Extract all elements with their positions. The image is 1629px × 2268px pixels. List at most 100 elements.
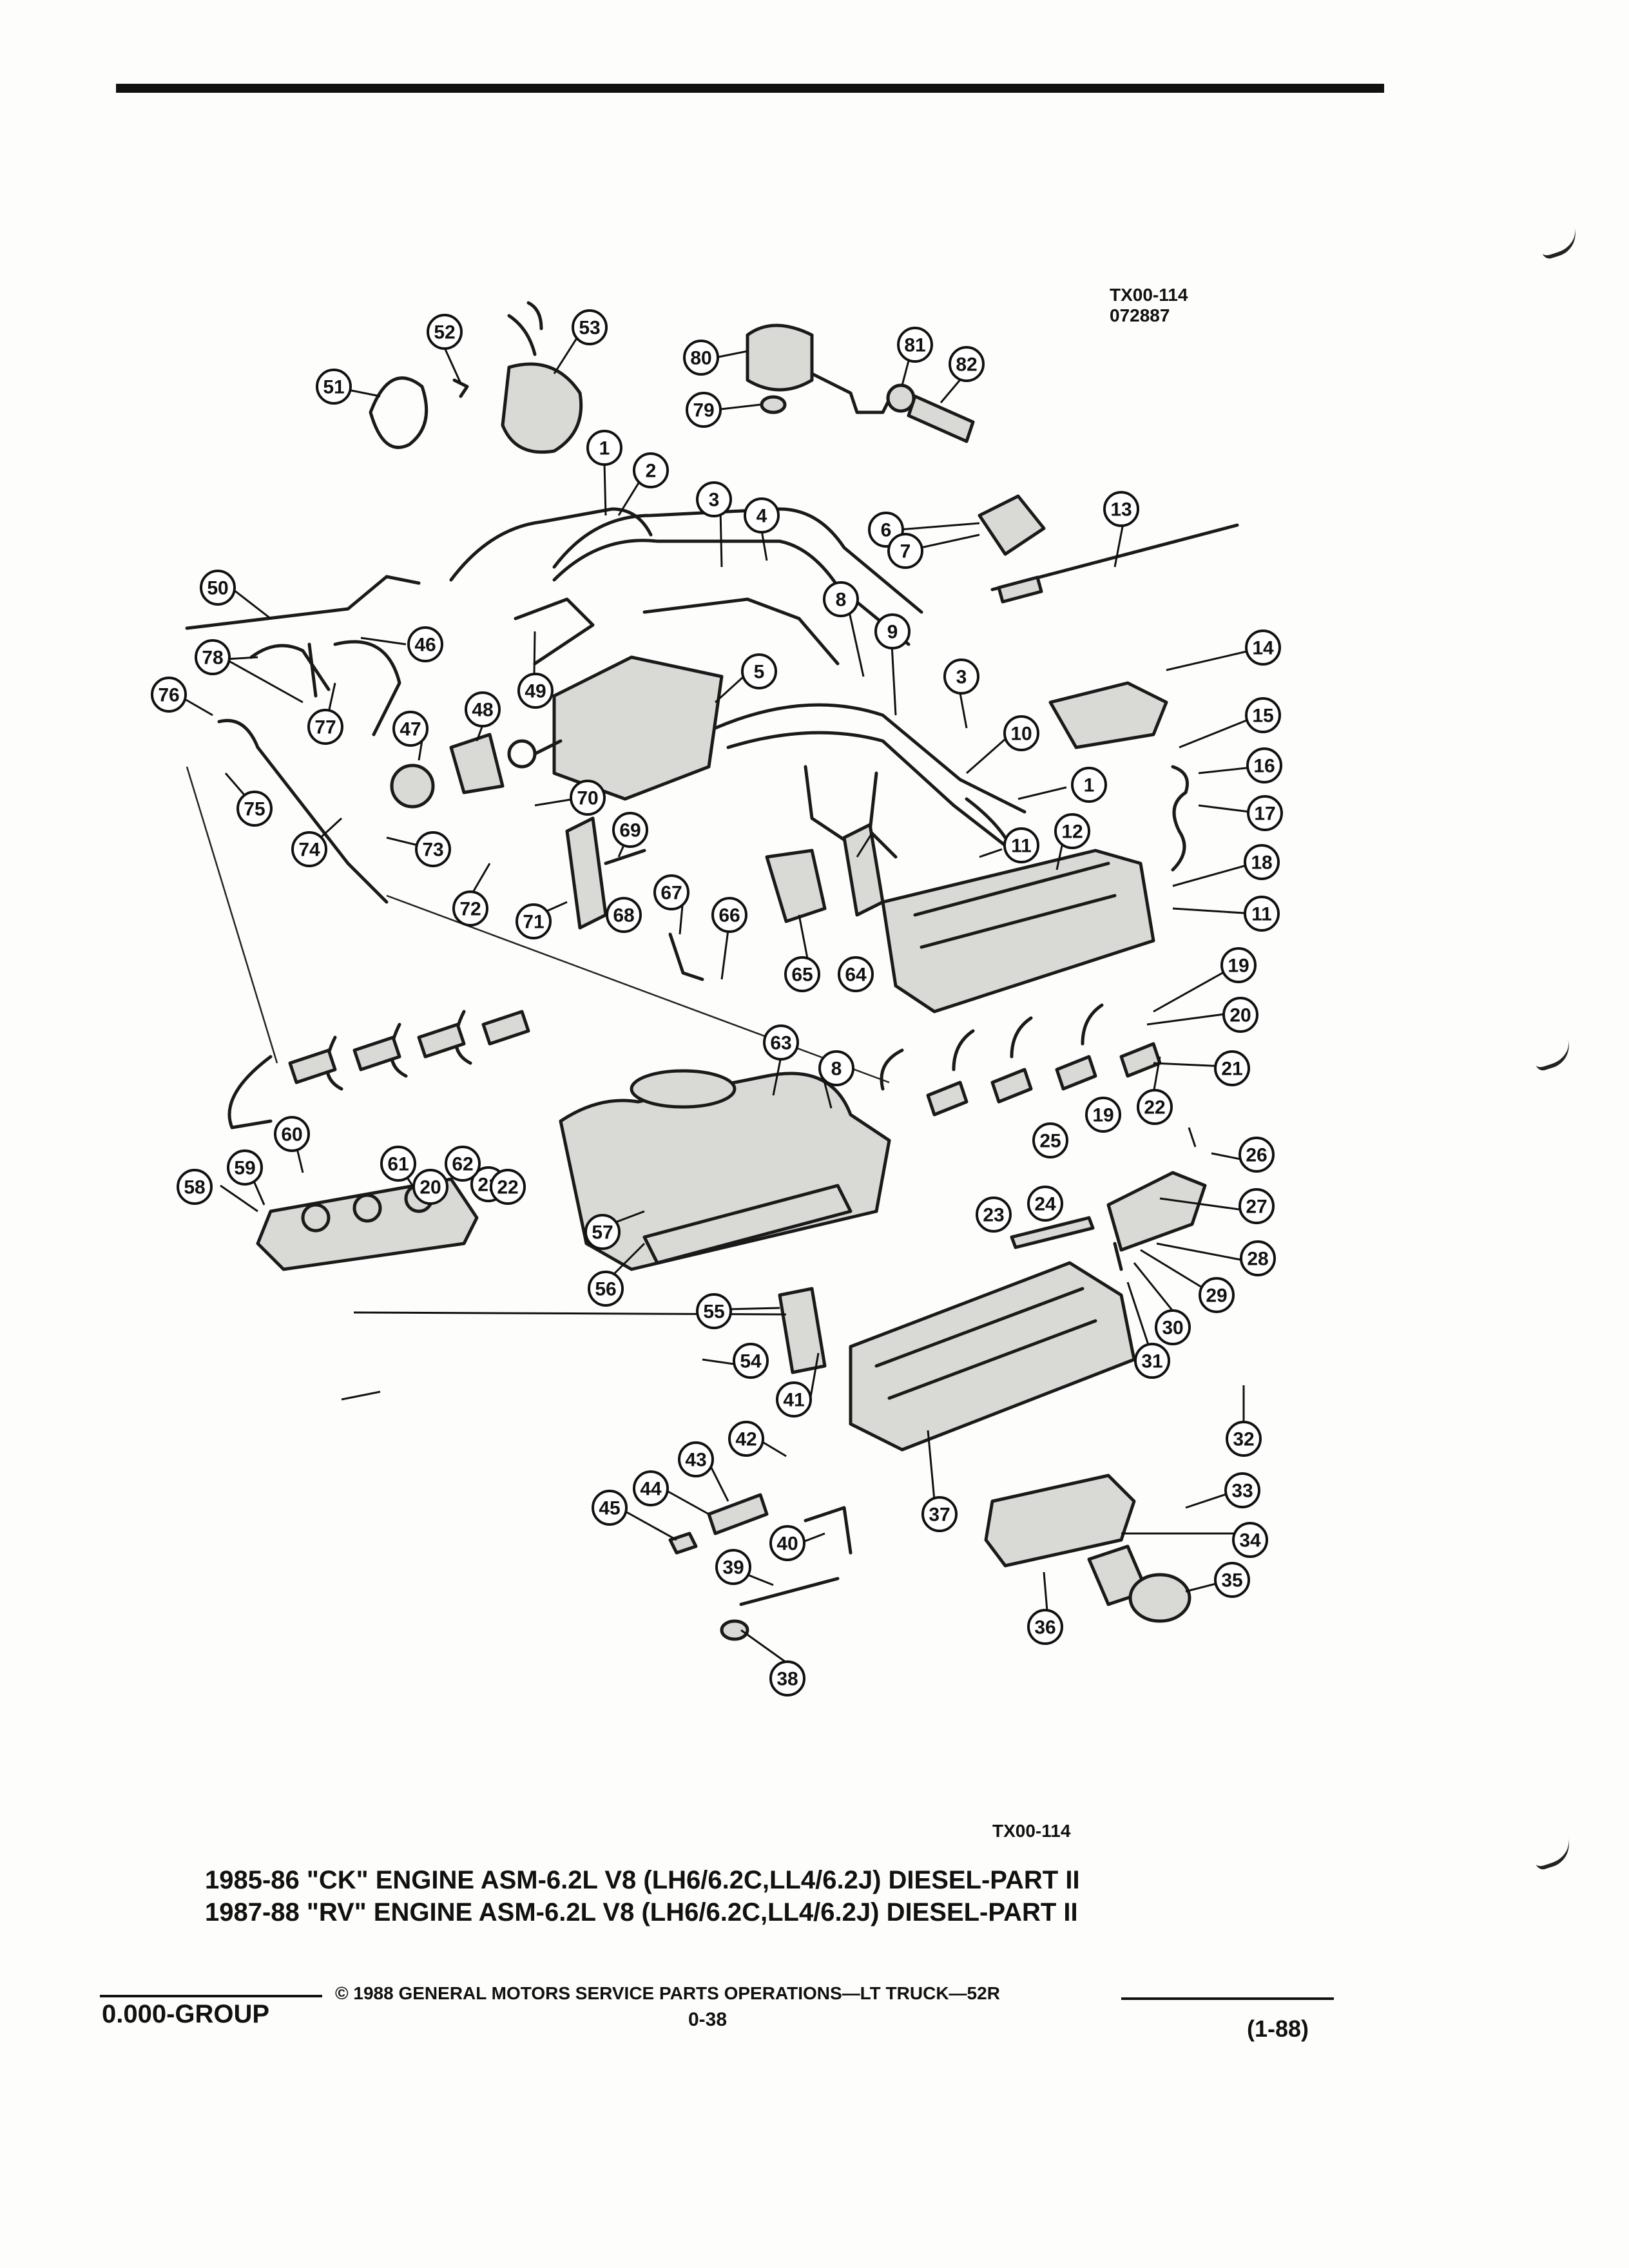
callout-number: 25 — [1039, 1131, 1061, 1152]
part-5-shaft — [507, 739, 563, 769]
callout-number: 46 — [414, 635, 436, 656]
callout-number: 79 — [693, 400, 714, 421]
callout-circle — [490, 1169, 526, 1205]
footer-copyright: © 1988 GENERAL MOTORS SERVICE PARTS OPER… — [335, 1983, 1000, 2003]
callout-circle — [874, 613, 911, 649]
callout-64: 64 — [838, 956, 874, 992]
callout-circle — [838, 956, 874, 992]
callout-number: 2 — [646, 461, 657, 482]
callout-circle — [1220, 947, 1257, 983]
callout-31: 31 — [1134, 1343, 1170, 1379]
footer-page-number: 0-38 — [688, 2009, 728, 2030]
callout-number: 48 — [472, 700, 493, 721]
callout-circle — [633, 1470, 669, 1506]
part-1-fuel-line-a — [552, 507, 923, 614]
callout-number: 56 — [595, 1279, 616, 1300]
callout-circle — [151, 677, 187, 713]
callout-38: 38 — [769, 1660, 805, 1696]
part-16-17-wires — [1171, 765, 1189, 872]
part-48-adapter — [449, 733, 505, 794]
caption-line-1: 1985-86 "CK" ENGINE ASM-6.2L V8 (LH6/6.2… — [205, 1866, 1080, 1894]
callout-circle — [452, 890, 488, 927]
callout-circle — [586, 430, 622, 466]
callout-circle — [1245, 697, 1281, 733]
callout-number: 30 — [1162, 1318, 1183, 1339]
callout-52: 52 — [427, 314, 463, 350]
callout-17: 17 — [1247, 795, 1283, 831]
callout-37: 37 — [921, 1496, 958, 1532]
callout-11: 11 — [1003, 827, 1039, 863]
callout-number: 77 — [314, 717, 336, 738]
callout-circle — [572, 309, 608, 345]
callout-40: 40 — [769, 1525, 805, 1561]
callout-number: 19 — [1228, 956, 1249, 977]
callout-number: 27 — [1246, 1196, 1267, 1218]
callout-circle — [769, 1660, 805, 1696]
callout-number: 49 — [525, 681, 546, 702]
callout-5: 5 — [741, 653, 777, 689]
part-1-fuel-line-f — [726, 731, 1014, 852]
callout-22: 22 — [490, 1169, 526, 1205]
callout-number: 8 — [831, 1059, 842, 1080]
callout-circle — [728, 1421, 764, 1457]
part-74-line — [217, 718, 389, 904]
part-49-bracket — [514, 597, 595, 666]
footer-rule-right — [1121, 1997, 1334, 2000]
part-27-rocker-assembly — [1106, 1171, 1207, 1252]
callout-number: 75 — [244, 799, 265, 820]
callout-4: 4 — [744, 497, 780, 533]
callout-circle — [570, 780, 606, 816]
callout-15: 15 — [1245, 697, 1281, 733]
callout-number: 58 — [184, 1177, 205, 1198]
part-38-seal — [720, 1619, 749, 1641]
callout-number: 42 — [735, 1429, 757, 1450]
callout-number: 3 — [956, 667, 967, 688]
callout-circle — [1244, 844, 1280, 880]
part-64-bracket — [842, 823, 885, 917]
callout-number: 41 — [783, 1390, 804, 1411]
part-34-exhaust-manifold-right — [984, 1474, 1136, 1568]
callout-number: 14 — [1252, 638, 1274, 659]
callout-21: 21 — [1214, 1050, 1250, 1086]
callout-circle — [1137, 1089, 1173, 1125]
callout-circle — [1244, 896, 1280, 932]
callout-circle — [733, 1343, 769, 1379]
part-21-injectors-right — [926, 1042, 1162, 1117]
part-81-seal — [886, 383, 916, 413]
callout-number: 67 — [660, 883, 682, 904]
callout-66: 66 — [711, 897, 747, 933]
callout-circle — [887, 533, 923, 569]
callout-number: 19 — [1092, 1105, 1113, 1126]
leader-lines — [178, 338, 1260, 1664]
callout-circle — [465, 691, 501, 727]
callout-29: 29 — [1199, 1277, 1235, 1313]
callout-47: 47 — [392, 711, 429, 747]
callout-circle — [380, 1146, 416, 1182]
callout-number: 13 — [1110, 499, 1132, 521]
part-12-valve-cover — [881, 849, 1155, 1014]
callout-1: 1 — [586, 430, 622, 466]
bottom-ref-code: TX00-114 — [992, 1821, 1071, 1841]
callout-number: 54 — [740, 1351, 762, 1372]
callout-circle — [274, 1116, 310, 1152]
footer-edition: (1-88) — [1247, 2015, 1309, 2042]
callout-41: 41 — [776, 1381, 812, 1418]
callout-36: 36 — [1027, 1609, 1063, 1645]
callout-number: 12 — [1061, 822, 1083, 843]
callout-number: 11 — [1011, 836, 1032, 857]
callout-69: 69 — [612, 812, 648, 848]
callout-circle — [1222, 997, 1258, 1033]
callout-circle — [1214, 1562, 1250, 1598]
callout-circle — [584, 1214, 621, 1250]
callout-circle — [291, 831, 327, 867]
callout-circle — [392, 711, 429, 747]
callout-34: 34 — [1232, 1522, 1268, 1558]
callout-circle — [1054, 813, 1090, 849]
callout-62: 62 — [445, 1146, 481, 1182]
callout-number: 24 — [1034, 1194, 1056, 1215]
callout-number: 28 — [1247, 1249, 1268, 1270]
callout-70: 70 — [570, 780, 606, 816]
callout-20: 20 — [412, 1169, 448, 1205]
callout-number: 20 — [419, 1177, 441, 1198]
part-52-clip — [452, 378, 469, 398]
